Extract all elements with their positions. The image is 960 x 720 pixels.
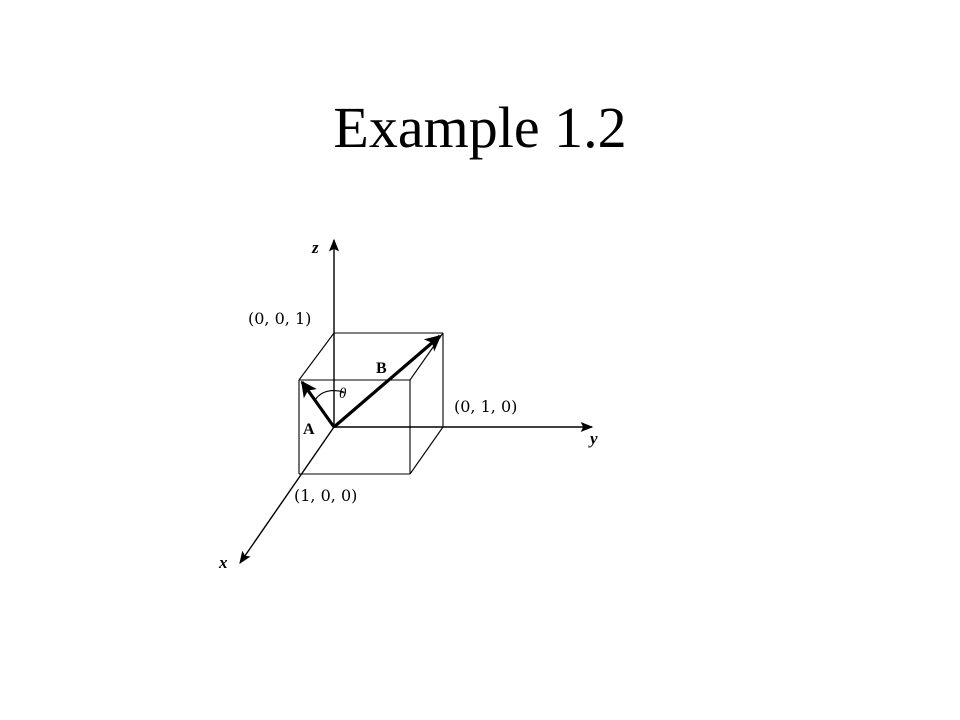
angle-arc [314, 390, 345, 401]
vector-a [300, 380, 336, 428]
slide-title: Example 1.2 [333, 95, 627, 160]
x-axis-label: x [218, 553, 228, 572]
vector-b-label: B [376, 360, 387, 377]
theta-label: θ [339, 386, 347, 402]
point-label-y-unit: (0, 1, 0) [454, 397, 517, 416]
z-axis-label: z [311, 238, 319, 257]
vector-b [332, 334, 442, 429]
vector-a-label: A [303, 421, 315, 438]
point-label-z-unit: (0, 0, 1) [248, 309, 311, 328]
x-axis [239, 426, 335, 565]
point-label-x-unit: (1, 0, 0) [294, 486, 357, 505]
unit-cube [298, 332, 444, 475]
y-axis-label: y [588, 429, 598, 448]
